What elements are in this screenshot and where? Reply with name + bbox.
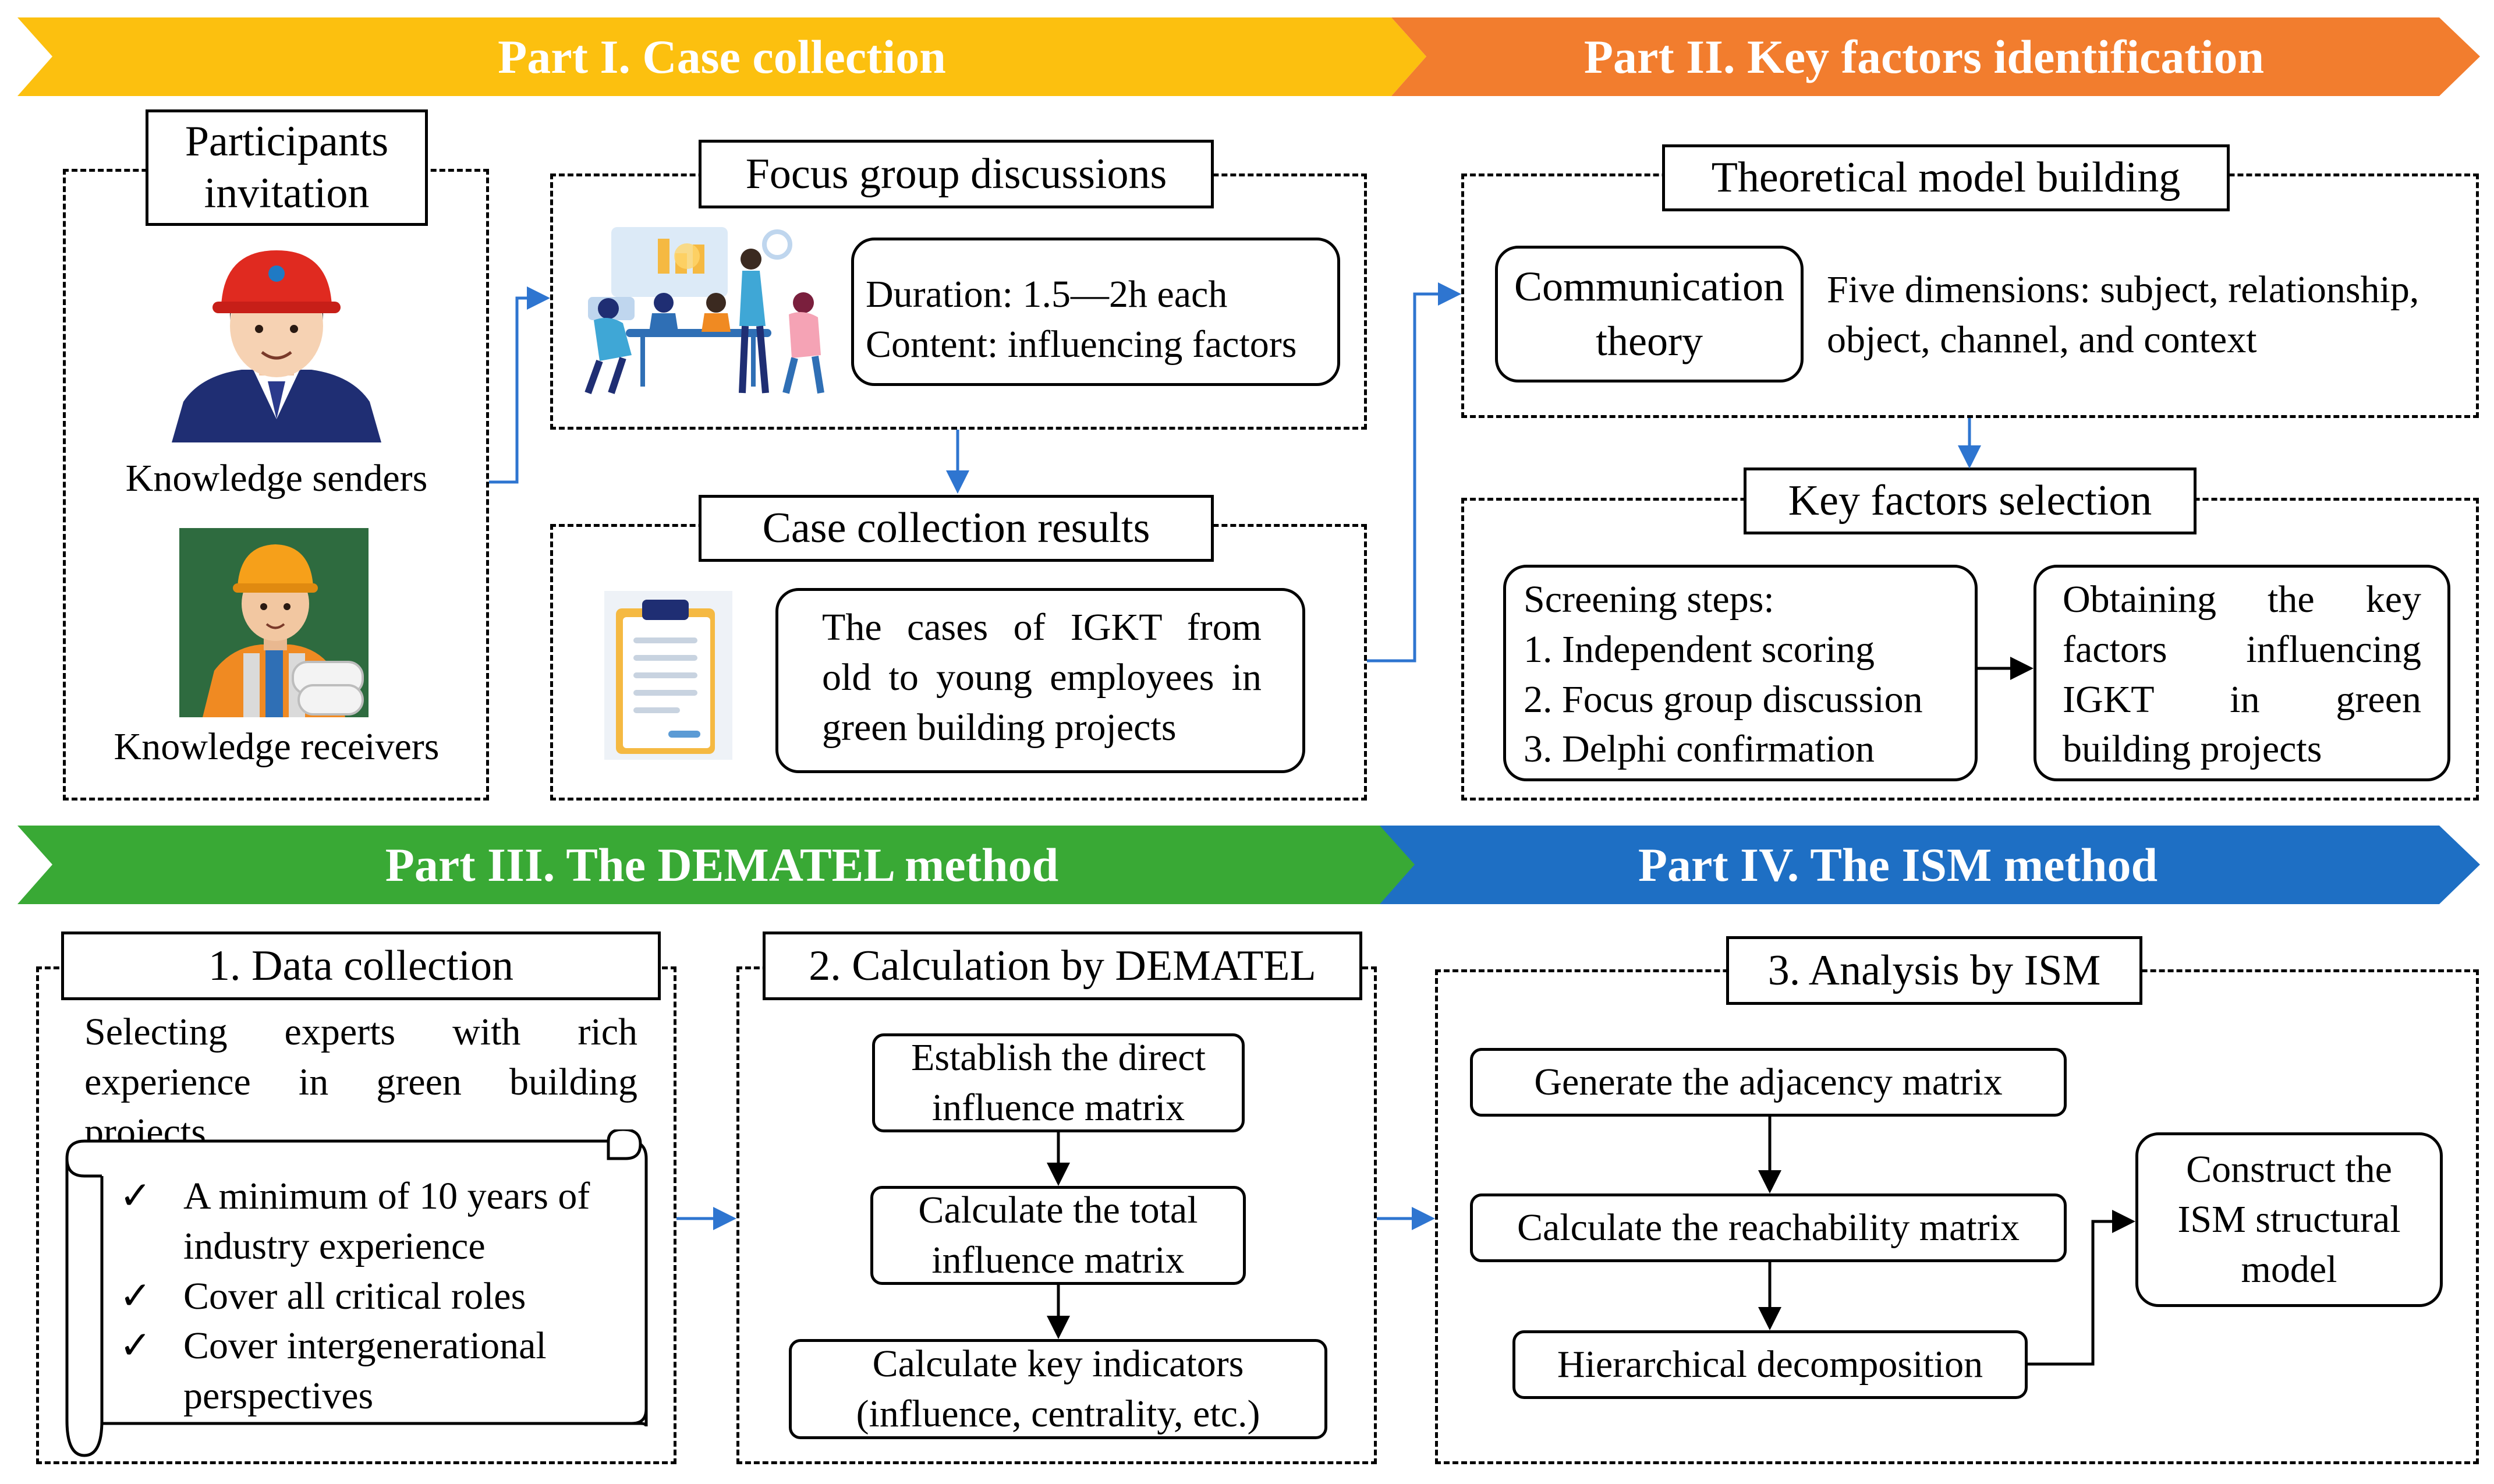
ism-step3-box: Hierarchical decomposition xyxy=(1512,1330,2028,1399)
participants-invitation-title: Participants invitation xyxy=(146,109,428,226)
check-item-1-line1: A minimum of 10 years of xyxy=(183,1175,590,1217)
check-item-2: ✓ Cover all critical roles xyxy=(108,1272,637,1322)
sender-worker-icon xyxy=(172,250,381,442)
data-collection-title: 1. Data collection xyxy=(61,932,661,1000)
banner-part4-title: Part IV. The ISM method xyxy=(1638,838,2158,891)
screening-step3: 3. Delphi confirmation xyxy=(1524,728,1875,771)
banner-part2-title: Part II. Key factors identification xyxy=(1583,30,2265,83)
banner-part3: Part III. The DEMATEL method xyxy=(17,826,1426,904)
dematel-step3-box: Calculate key indicators (influence, cen… xyxy=(789,1339,1327,1439)
dematel-step1-line1: Establish the direct xyxy=(911,1036,1206,1079)
communication-theory-box: Communication theory xyxy=(1495,246,1804,382)
focus-group-duration: Duration: 1.5—2h each xyxy=(866,273,1228,316)
ism-final-line2: ISM structural xyxy=(2177,1198,2401,1241)
dematel-step3-line1: Calculate key indicators xyxy=(872,1343,1244,1386)
dematel-step2-line1: Calculate the total xyxy=(918,1189,1198,1232)
five-dimensions-line1: Five dimensions: subject, relationship, xyxy=(1827,268,2419,311)
ism-final-line1: Construct the xyxy=(2186,1148,2392,1191)
theoretical-title: Theoretical model building xyxy=(1662,144,2230,211)
dematel-step2-line2: influence matrix xyxy=(931,1239,1185,1281)
banner-part4-shape xyxy=(1380,826,2480,904)
check-item-1: ✓ A minimum of 10 years of industry expe… xyxy=(108,1171,637,1272)
key-factors-result-line3: IGKT in green xyxy=(2063,678,2421,721)
communication-theory-line1: Communication xyxy=(1514,263,1784,310)
data-collection-intro-line2: experience in green building xyxy=(84,1060,637,1103)
focus-group-content: Content: influencing factors xyxy=(866,323,1297,366)
key-factors-result-line1: Obtaining the key xyxy=(2063,578,2421,621)
dematel-step2-box: Calculate the total influence matrix xyxy=(870,1186,1246,1285)
ism-title: 3. Analysis by ISM xyxy=(1726,936,2142,1005)
arrow-results-to-theory xyxy=(1367,282,1461,663)
check-item-1-line2: industry experience xyxy=(183,1224,486,1267)
case-results-line3: green building projects xyxy=(822,706,1177,749)
data-collection-intro: Selecting experts with rich experience i… xyxy=(84,1007,637,1157)
case-results-line2: old to young employees in xyxy=(822,656,1262,699)
dematel-title: 2. Calculation by DEMATEL xyxy=(763,932,1362,1000)
knowledge-senders-label: Knowledge senders xyxy=(125,457,428,500)
banner-part4: Part IV. The ISM method xyxy=(1380,826,2480,904)
focus-group-details: Duration: 1.5—2h each Content: influenci… xyxy=(851,238,1340,386)
banner-part1-shape xyxy=(17,17,1426,96)
participants-title-line1: Participants xyxy=(185,118,389,166)
key-factors-title: Key factors selection xyxy=(1744,467,2197,534)
banner-part2-shape xyxy=(1391,17,2480,96)
participants-title-line2: invitation xyxy=(204,169,370,217)
case-results-details: The cases of IGKT from old to young empl… xyxy=(775,588,1305,773)
check-item-2-line1: Cover all critical roles xyxy=(183,1274,526,1317)
key-factors-result-line2: factors influencing xyxy=(2063,628,2421,671)
five-dimensions-text: Five dimensions: subject, relationship, … xyxy=(1827,265,2473,365)
dematel-step3-line2: (influence, centrality, etc.) xyxy=(856,1393,1260,1435)
arrow-ism-step3-to-final xyxy=(2028,1210,2135,1366)
banner-part1: Part I. Case collection xyxy=(17,17,1426,96)
banner-part2: Part II. Key factors identification xyxy=(1391,17,2480,96)
scroll-shape xyxy=(65,1129,648,1457)
check-mark-icon: ✓ xyxy=(119,1324,152,1368)
check-mark-icon: ✓ xyxy=(119,1274,152,1317)
communication-theory-line2: theory xyxy=(1596,317,1703,364)
ism-final-box: Construct the ISM structural model xyxy=(2135,1132,2443,1307)
ism-step2-box: Calculate the reachability matrix xyxy=(1470,1193,2067,1262)
focus-group-title: Focus group discussions xyxy=(699,140,1214,208)
case-results-line1: The cases of IGKT from xyxy=(822,606,1262,649)
five-dimensions-line2: object, channel, and context xyxy=(1827,318,2257,361)
banner-part3-shape xyxy=(17,826,1426,904)
data-collection-checks: ✓ A minimum of 10 years of industry expe… xyxy=(108,1171,637,1421)
dematel-step1-line2: influence matrix xyxy=(931,1086,1185,1129)
knowledge-receivers-label: Knowledge receivers xyxy=(114,725,440,768)
screening-step2: 2. Focus group discussion xyxy=(1524,678,1923,721)
clipboard-icon xyxy=(604,591,732,760)
ism-final-line3: model xyxy=(2241,1248,2337,1291)
case-results-title: Case collection results xyxy=(699,495,1214,562)
screening-step1: 1. Independent scoring xyxy=(1524,628,1875,671)
screening-steps-title: Screening steps: xyxy=(1524,578,1774,621)
receiver-worker-icon xyxy=(179,528,369,717)
check-item-3-line1: Cover intergenerational xyxy=(183,1324,547,1368)
banner-part1-title: Part I. Case collection xyxy=(498,30,946,83)
arrow-senders-to-focus xyxy=(489,286,550,484)
check-mark-icon: ✓ xyxy=(119,1175,152,1217)
team-meeting-icon xyxy=(584,227,824,395)
banner-part3-title: Part III. The DEMATEL method xyxy=(385,838,1059,891)
dematel-step1-box: Establish the direct influence matrix xyxy=(872,1033,1245,1132)
data-collection-intro-line1: Selecting experts with rich xyxy=(84,1011,637,1053)
screening-steps-box: Screening steps: 1. Independent scoring … xyxy=(1503,565,1978,781)
key-factors-result-line4: building projects xyxy=(2063,728,2322,771)
check-item-3: ✓ Cover intergenerational perspectives xyxy=(108,1321,637,1421)
key-factors-result-box: Obtaining the key factors influencing IG… xyxy=(2034,565,2450,781)
ism-step1-box: Generate the adjacency matrix xyxy=(1470,1048,2067,1117)
check-item-3-line2: perspectives xyxy=(183,1375,374,1418)
